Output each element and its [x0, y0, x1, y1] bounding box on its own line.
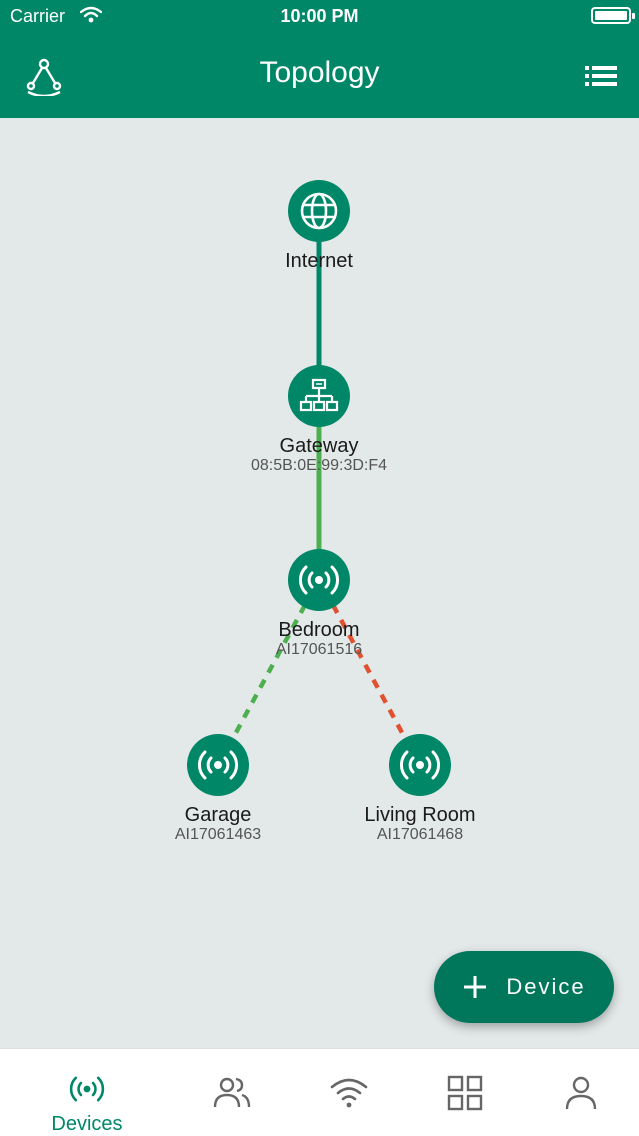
- node-garage-circle[interactable]: [187, 734, 249, 796]
- node-bedroom[interactable]: Bedroom AI17061516: [219, 549, 419, 659]
- add-device-label: Device: [506, 974, 586, 999]
- page-title: Topology: [259, 56, 380, 89]
- node-gateway-name: Gateway: [279, 435, 359, 457]
- tab-devices[interactable]: Devices: [32, 1049, 142, 1136]
- carrier-label: Carrier: [10, 6, 66, 26]
- node-internet-name: Internet: [285, 250, 353, 272]
- node-gateway[interactable]: Gateway 08:5B:0E:99:3D:F4: [219, 365, 419, 475]
- node-gateway-mac: 08:5B:0E:99:3D:F4: [250, 457, 388, 474]
- link-bedroom-garage: [230, 603, 307, 742]
- tab-profile[interactable]: [526, 1049, 636, 1136]
- node-living-room-name: Living Room: [364, 804, 476, 826]
- node-living-room-id: AI17061468: [376, 826, 464, 843]
- list-icon[interactable]: [585, 64, 617, 88]
- plus-icon: [464, 976, 487, 998]
- node-garage-name: Garage: [184, 804, 252, 826]
- wireless-icon: [299, 565, 339, 595]
- status-bar: Carrier 10:00 PM: [0, 0, 639, 34]
- user-icon: [565, 1076, 597, 1110]
- node-garage-id: AI17061463: [174, 826, 262, 843]
- bottom-tab-bar: Devices: [0, 1048, 639, 1136]
- tab-grid[interactable]: [410, 1049, 520, 1136]
- globe-icon: [300, 192, 338, 230]
- tab-users[interactable]: [177, 1049, 287, 1136]
- wireless-icon: [69, 1076, 105, 1102]
- add-device-button[interactable]: Device: [434, 951, 614, 1023]
- node-garage[interactable]: Garage AI17061463: [118, 734, 318, 844]
- node-internet[interactable]: Internet: [219, 180, 419, 272]
- grid-icon: [447, 1075, 483, 1111]
- node-bedroom-id: AI17061516: [275, 641, 363, 658]
- node-internet-circle[interactable]: [288, 180, 350, 242]
- battery-icon: [591, 7, 635, 24]
- wifi-icon: [330, 1078, 368, 1108]
- status-time: 10:00 PM: [280, 6, 359, 26]
- node-gateway-circle[interactable]: [288, 365, 350, 427]
- node-living-room[interactable]: Living Room AI17061468: [320, 734, 520, 844]
- network-icon: [299, 378, 339, 412]
- topology-icon[interactable]: [24, 56, 64, 96]
- wifi-signal-icon: [80, 6, 102, 23]
- users-icon: [213, 1077, 251, 1108]
- topology-canvas: Internet Gateway 08:5B:0E:99:3D:F4: [0, 118, 639, 1048]
- tab-devices-label: Devices: [51, 1113, 123, 1135]
- node-living-room-circle[interactable]: [389, 734, 451, 796]
- node-bedroom-circle[interactable]: [288, 549, 350, 611]
- wireless-icon: [400, 750, 440, 780]
- app-bar: Topology: [0, 34, 639, 118]
- link-bedroom-living-room: [331, 603, 408, 742]
- wireless-icon: [198, 750, 238, 780]
- tab-wifi[interactable]: [294, 1049, 404, 1136]
- node-bedroom-name: Bedroom: [278, 619, 360, 641]
